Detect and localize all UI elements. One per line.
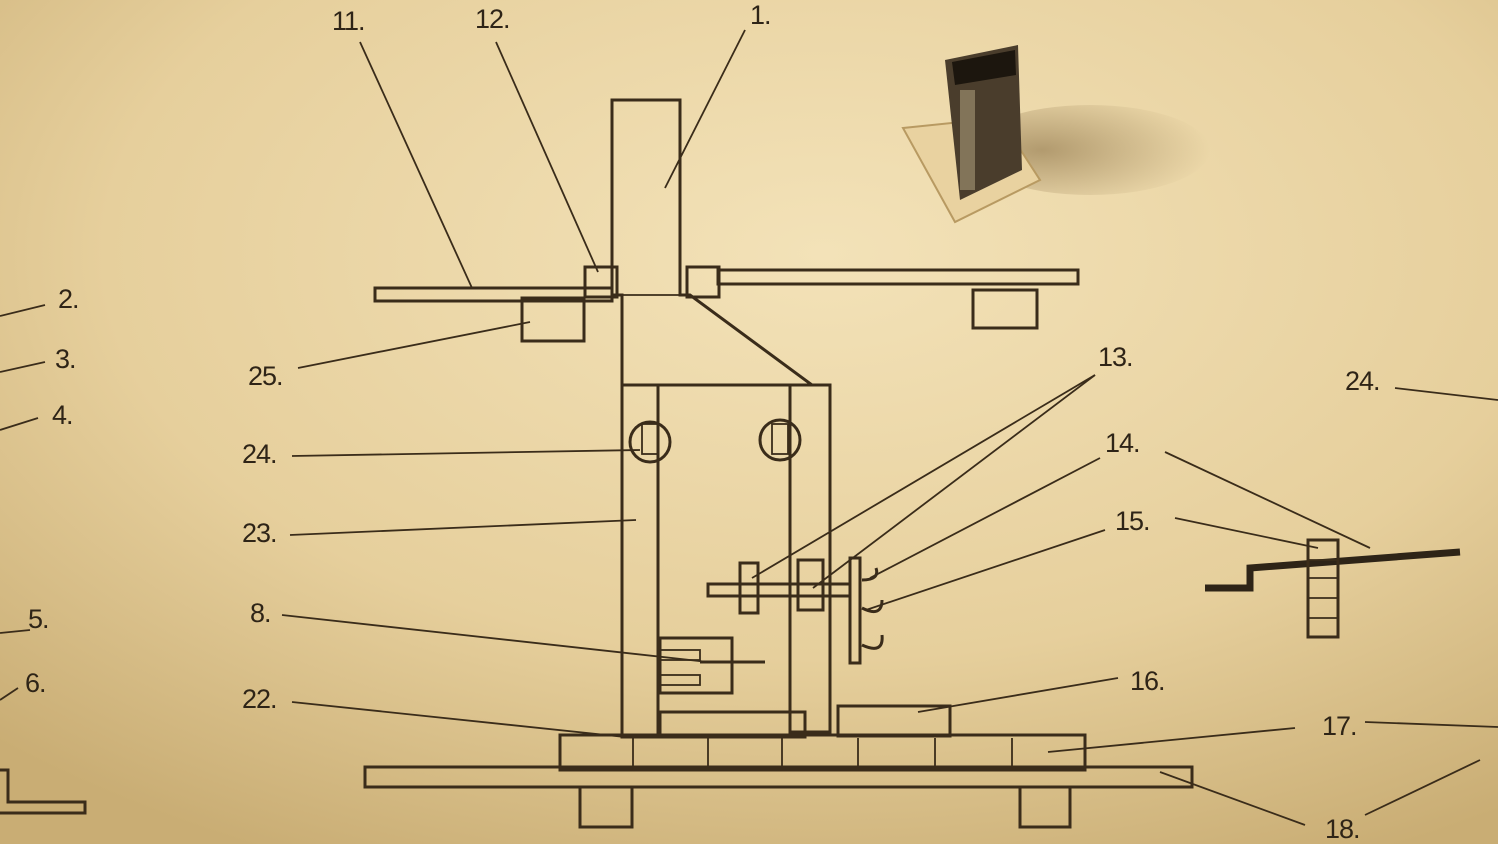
leader-lines <box>0 29 1498 826</box>
frame-structure <box>0 98 1461 829</box>
label-13: 13. <box>1098 342 1133 372</box>
label-22: 22. <box>242 684 277 714</box>
label-24-right: 24. <box>1345 366 1380 396</box>
label-4: 4. <box>52 400 73 430</box>
label-14: 14. <box>1105 428 1140 458</box>
label-15: 15. <box>1115 506 1150 536</box>
label-12: 12. <box>475 4 510 34</box>
label-5: 5. <box>28 604 49 634</box>
model-piece <box>901 45 1210 224</box>
label-24-left: 24. <box>242 439 277 469</box>
label-23: 23. <box>242 518 277 548</box>
label-6: 6. <box>25 668 46 698</box>
label-18: 18. <box>1325 814 1360 844</box>
label-17: 17. <box>1322 711 1357 741</box>
label-11: 11. <box>332 6 365 36</box>
label-8: 8. <box>250 598 271 628</box>
label-3: 3. <box>55 344 76 374</box>
part-labels: 11. 12. 1. 2. 3. 4. 25. 24. 23. 8. 22. 5… <box>25 0 1381 844</box>
label-2: 2. <box>58 284 79 314</box>
label-1: 1. <box>750 0 771 30</box>
label-16: 16. <box>1130 666 1165 696</box>
label-25: 25. <box>248 361 283 391</box>
